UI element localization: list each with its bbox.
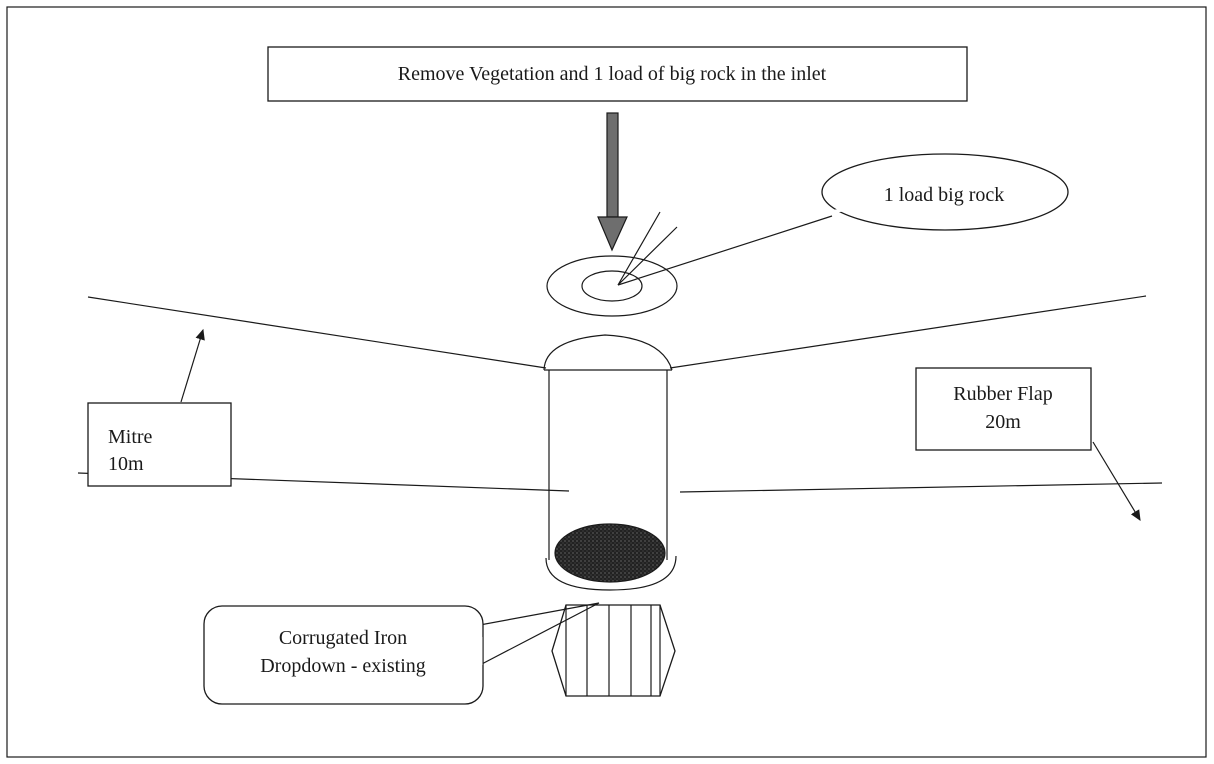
rubber-flap-label-line2: 20m — [985, 411, 1021, 433]
inlet-inner-ring — [581, 270, 643, 302]
mitre-upper-left-line — [87, 296, 547, 369]
title-box — [267, 46, 968, 102]
rock-callout: 1 load big rock — [617, 153, 1069, 286]
dropdown-callout-line2: Dropdown - existing — [260, 655, 426, 677]
rubber-flap-annotation: Rubber Flap 20m — [915, 367, 1141, 522]
rubber-flap-label-line1: Rubber Flap — [953, 383, 1052, 405]
rubber-flap-arrow — [1092, 441, 1141, 522]
dropdown-callout-line1: Corrugated Iron — [279, 627, 407, 649]
callout-pointer-line — [617, 215, 833, 286]
inlet-outer-ring — [546, 255, 678, 317]
culvert-pipe — [543, 334, 677, 591]
mitre-lower-right-line — [679, 482, 1163, 493]
mitre-upper-right-line — [669, 295, 1147, 369]
corrugated-dropdown — [551, 604, 676, 697]
dropdown-callout: Corrugated Iron Dropdown - existing — [203, 602, 600, 705]
mitre-label-line1: Mitre — [108, 426, 153, 448]
diagram-frame — [6, 6, 1207, 758]
mitre-label-line2: 10m — [108, 453, 144, 475]
mitre-arrow — [180, 328, 205, 403]
rock-callout-text: 1 load big rock — [884, 184, 1005, 206]
title-box-text: Remove Vegetation and 1 load of big rock… — [398, 63, 827, 85]
down-arrow — [597, 112, 628, 252]
pipe-outlet — [554, 523, 666, 583]
mitre-annotation: Mitre 10m — [87, 328, 232, 487]
